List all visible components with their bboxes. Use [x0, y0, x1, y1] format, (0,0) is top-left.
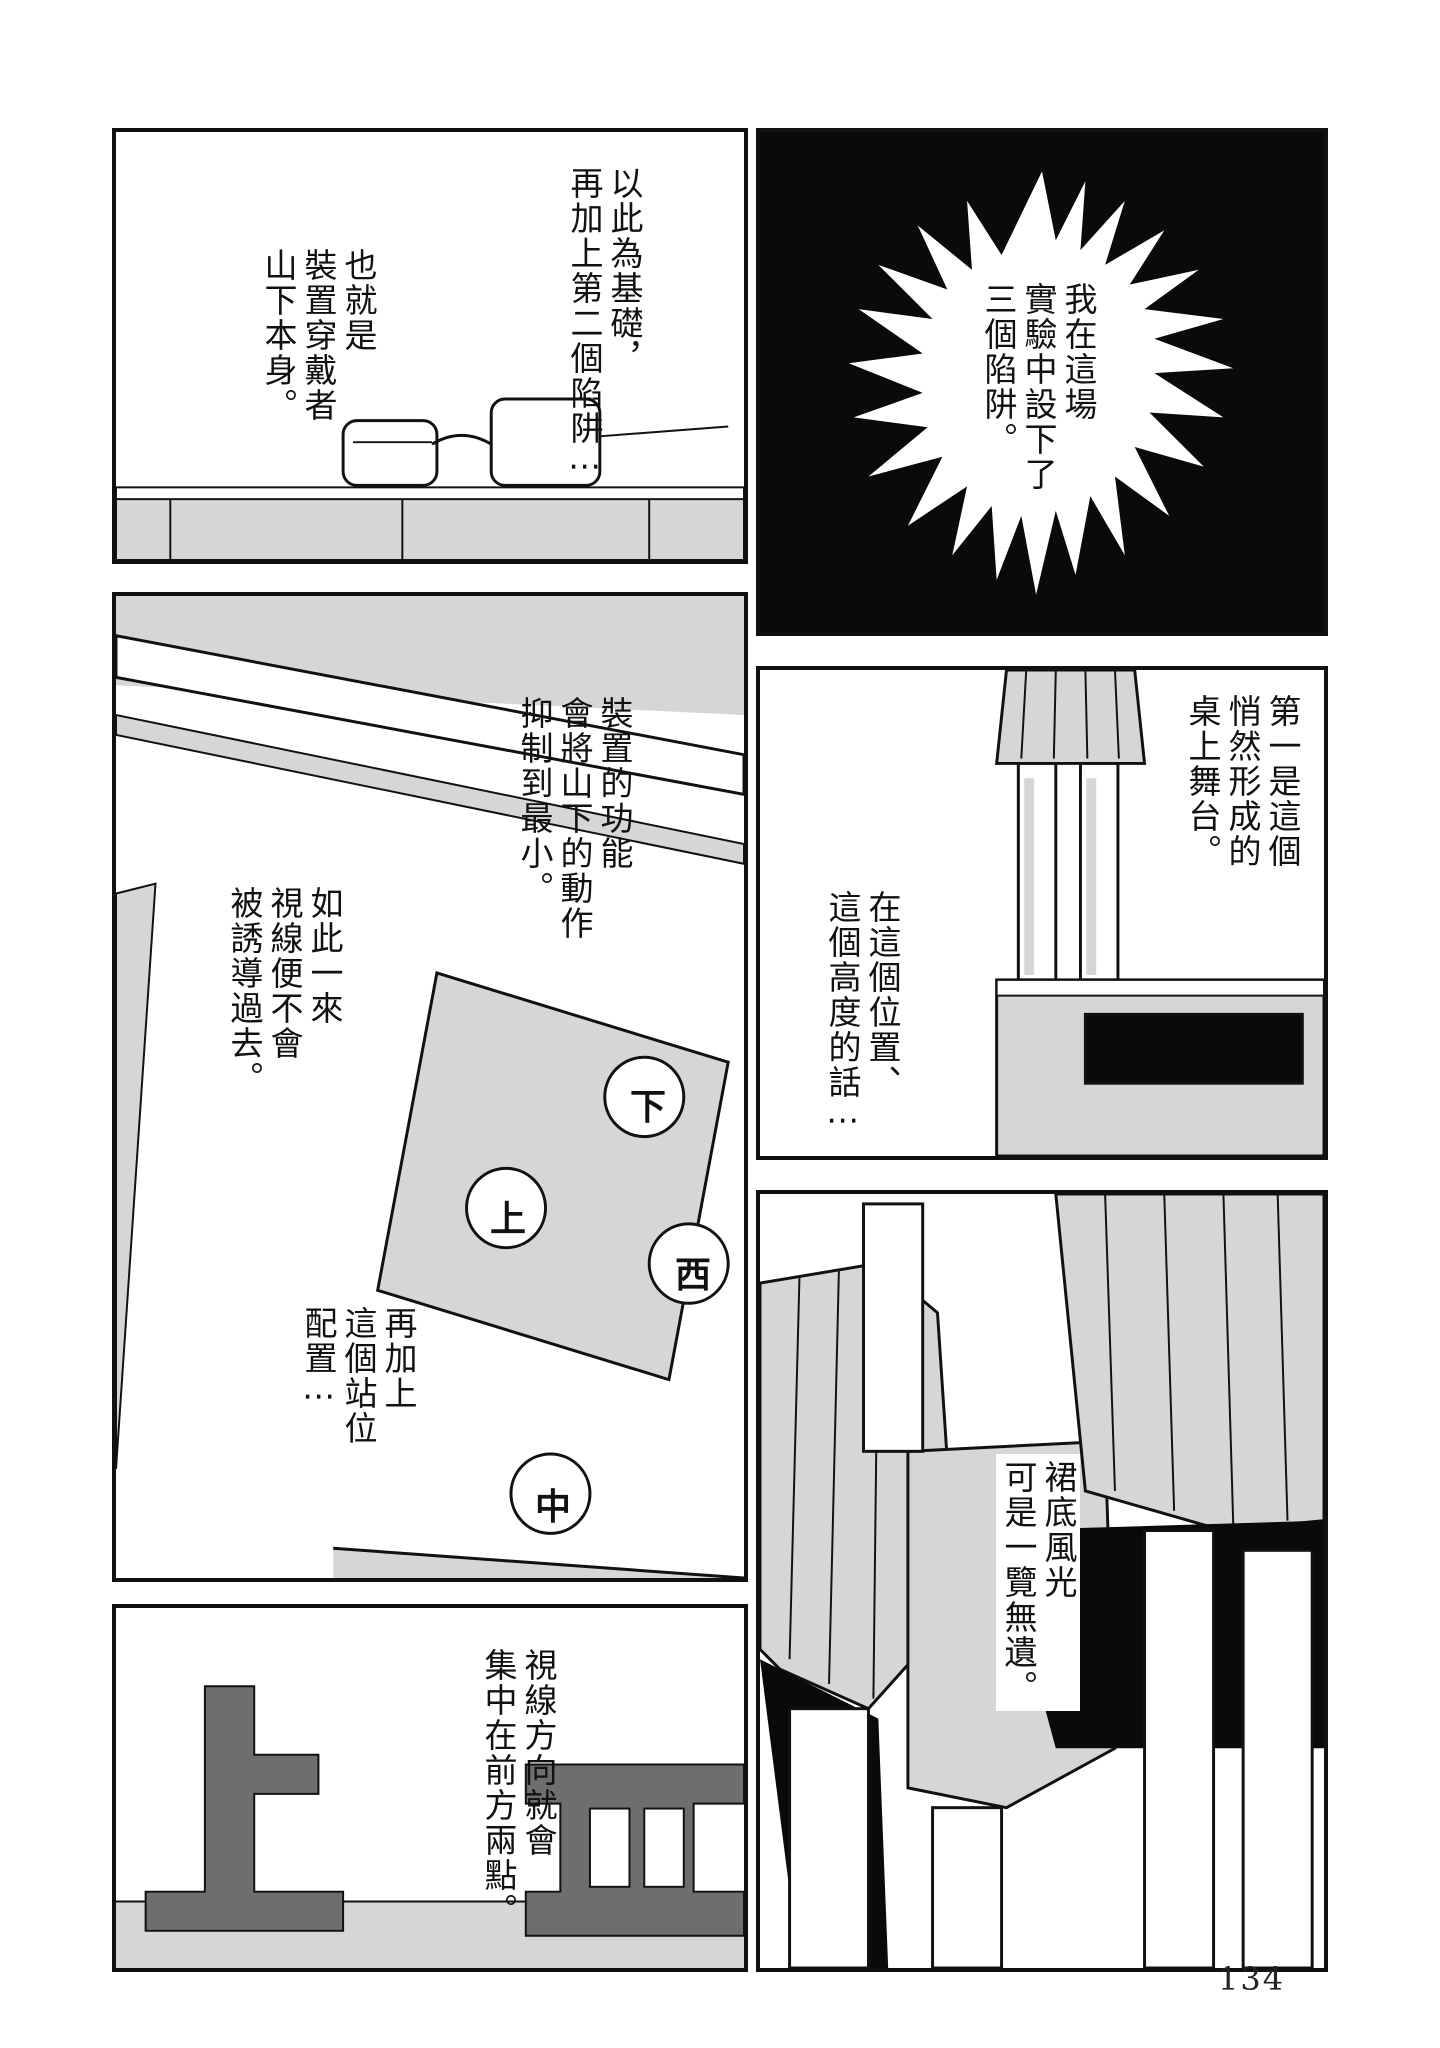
caption-line: 視線方向就會: [519, 1648, 558, 1858]
sign-label-ue: 上: [490, 1199, 527, 1240]
panel-4-caption-a: 第一是這個 悄然形成的 桌上舞台。: [1182, 694, 1302, 869]
caption-line: 如此一來: [305, 886, 344, 1026]
caption-line: 我在這場: [1059, 282, 1098, 422]
caption-line: 實驗中設下了: [1019, 282, 1058, 492]
caption-line: 桌上舞台。: [1183, 694, 1222, 869]
caption-line: 會將山下的動作: [555, 696, 594, 941]
caption-line: 裙底風光: [1039, 1460, 1078, 1600]
caption-line: 也就是: [339, 248, 378, 353]
caption-line: 第一是這個: [1263, 694, 1302, 869]
caption-line: 配置⋯: [299, 1306, 338, 1417]
caption-line: 悄然形成的: [1223, 694, 1262, 869]
caption-line: 再加上第二個陷阱⋯: [565, 166, 604, 487]
sign-label-nishi: 西: [675, 1255, 712, 1296]
panel-3-caption-a: 裝置的功能 會將山下的動作 抑制到最小。: [514, 696, 634, 941]
panel-3-art: [116, 596, 744, 1578]
panel-1-caption-a: 以此為基礎， 再加上第二個陷阱⋯: [564, 166, 644, 487]
caption-line: 這個站位: [339, 1306, 378, 1446]
caption-line: 這個高度的話⋯: [823, 890, 862, 1141]
sign-label-shita: 下: [630, 1087, 667, 1128]
caption-line: 集中在前方兩點。: [479, 1648, 518, 1928]
burst-effect: [848, 171, 1234, 595]
panel-6: 裙底風光 可是一覽無遺。: [756, 1190, 1328, 1972]
panel-2-caption: 我在這場 實驗中設下了 三個陷阱。: [978, 282, 1098, 492]
caption-line: 抑制到最小。: [515, 696, 554, 906]
sign-label-naka: 中: [535, 1487, 572, 1528]
panel-5-art: [116, 1685, 744, 1968]
panel-4: 第一是這個 悄然形成的 桌上舞台。 在這個位置、 這個高度的話⋯: [756, 666, 1328, 1160]
panel-3-caption-c: 再加上 這個站位 配置⋯: [298, 1306, 418, 1446]
panel-3-caption-b: 如此一來 視線便不會 被誘導過去。: [224, 886, 344, 1096]
panel-1-art: [116, 397, 744, 560]
caption-line: 可是一覽無遺。: [999, 1460, 1038, 1705]
caption-line: 在這個位置、: [863, 890, 902, 1100]
panel-5-caption: 視線方向就會 集中在前方兩點。: [478, 1648, 558, 1928]
caption-line: 被誘導過去。: [225, 886, 264, 1096]
panel-4-art: [995, 670, 1324, 1156]
caption-line: 以此為基礎，: [605, 166, 644, 376]
panel-2: 我在這場 實驗中設下了 三個陷阱。: [756, 128, 1328, 636]
panel-3: 下 上 西 中 裝置的功能 會將山下的動作 抑制到最小。 如此一來 視線便不會 …: [112, 592, 748, 1582]
caption-line: 山下本身。: [259, 248, 298, 423]
caption-line: 裝置的功能: [595, 696, 634, 871]
panel-1-caption-b: 也就是 裝置穿戴者 山下本身。: [258, 248, 378, 423]
panel-1: 以此為基礎， 再加上第二個陷阱⋯ 也就是 裝置穿戴者 山下本身。: [112, 128, 748, 564]
caption-line: 裝置穿戴者: [299, 248, 338, 423]
panel-4-caption-b: 在這個位置、 這個高度的話⋯: [822, 890, 902, 1141]
panel-6-caption: 裙底風光 可是一覽無遺。: [996, 1454, 1080, 1711]
caption-line: 三個陷阱。: [979, 282, 1018, 457]
caption-line: 視線便不會: [265, 886, 304, 1061]
caption-line: 再加上: [379, 1306, 418, 1411]
panel-5: 視線方向就會 集中在前方兩點。: [112, 1604, 748, 1972]
page-number: 134: [1218, 1960, 1286, 1998]
